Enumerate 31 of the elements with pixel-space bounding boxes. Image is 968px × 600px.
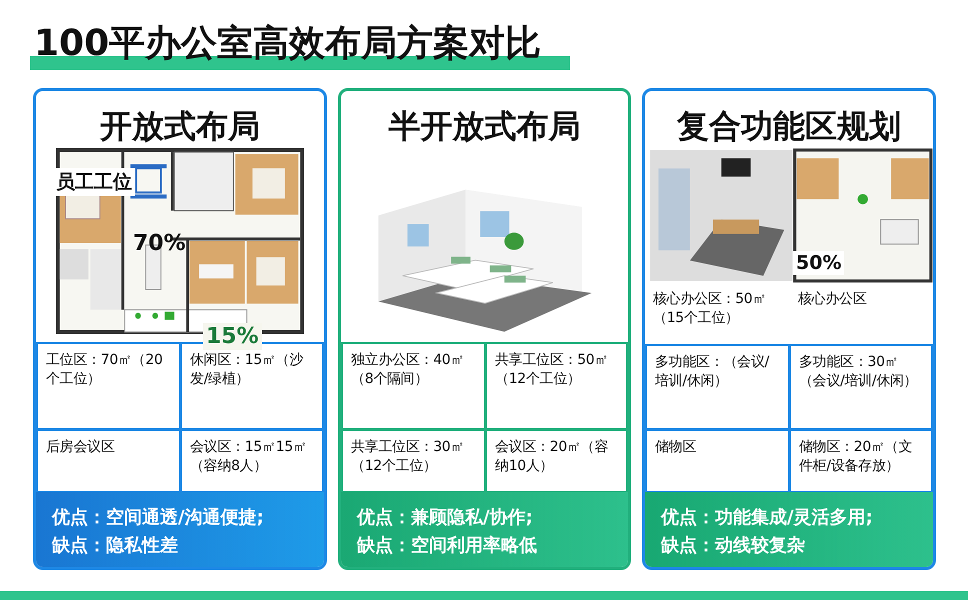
table-cell: 独立办公区：40㎡（8个隔间） — [341, 342, 486, 430]
table-cell: 多功能区：（会议/培训/休闲） — [645, 344, 790, 430]
pros-cons-text: 优点：兼顾隐私/协作; — [357, 506, 534, 530]
pros-cons-text: 优点：空间通透/沟通便捷; — [52, 506, 265, 530]
layout-card — [338, 88, 631, 570]
table-cell: 储物区 — [645, 429, 790, 493]
card-heading: 复合功能区规划 — [676, 106, 902, 147]
pros-cons-text: 缺点：隐私性差 — [52, 534, 179, 558]
layout-card — [642, 88, 936, 570]
card-heading: 半开放式布局 — [388, 106, 582, 147]
table-cell: 工位区：70㎡（20个工位） — [36, 342, 181, 430]
table-cell: 共享工位区：50㎡（12个工位） — [485, 342, 628, 430]
percentage-label: 70% — [133, 231, 186, 256]
percentage-label: 15% — [203, 323, 262, 350]
table-cell: 休闲区：15㎡（沙发/绿植） — [180, 342, 324, 430]
table-cell: 会议区：20㎡（容纳10人） — [485, 429, 628, 493]
layout-card — [33, 88, 327, 570]
pros-cons-banner — [645, 492, 933, 567]
table-cell: 会议区：15㎡15㎡（容纳8人） — [180, 429, 324, 493]
pros-cons-text: 缺点：动线较复杂 — [661, 534, 806, 558]
table-cell: 多功能区：30㎡（会议/培训/休闲） — [789, 344, 933, 430]
pros-cons-banner — [36, 492, 324, 567]
percentage-label: 50% — [793, 251, 844, 275]
room-label: 员工工位 — [53, 168, 135, 196]
table-cell: 共享工位区：30㎡（12个工位） — [341, 429, 486, 493]
pros-cons-text: 缺点：空间利用率略低 — [357, 534, 538, 558]
pros-cons-banner — [341, 492, 628, 567]
table-cell: 储物区：20㎡（文件柜/设备存放） — [789, 429, 933, 493]
pros-cons-text: 优点：功能集成/灵活多用; — [661, 506, 874, 530]
table-cell: 后房会议区 — [36, 429, 181, 493]
card-heading: 开放式布局 — [98, 106, 261, 147]
